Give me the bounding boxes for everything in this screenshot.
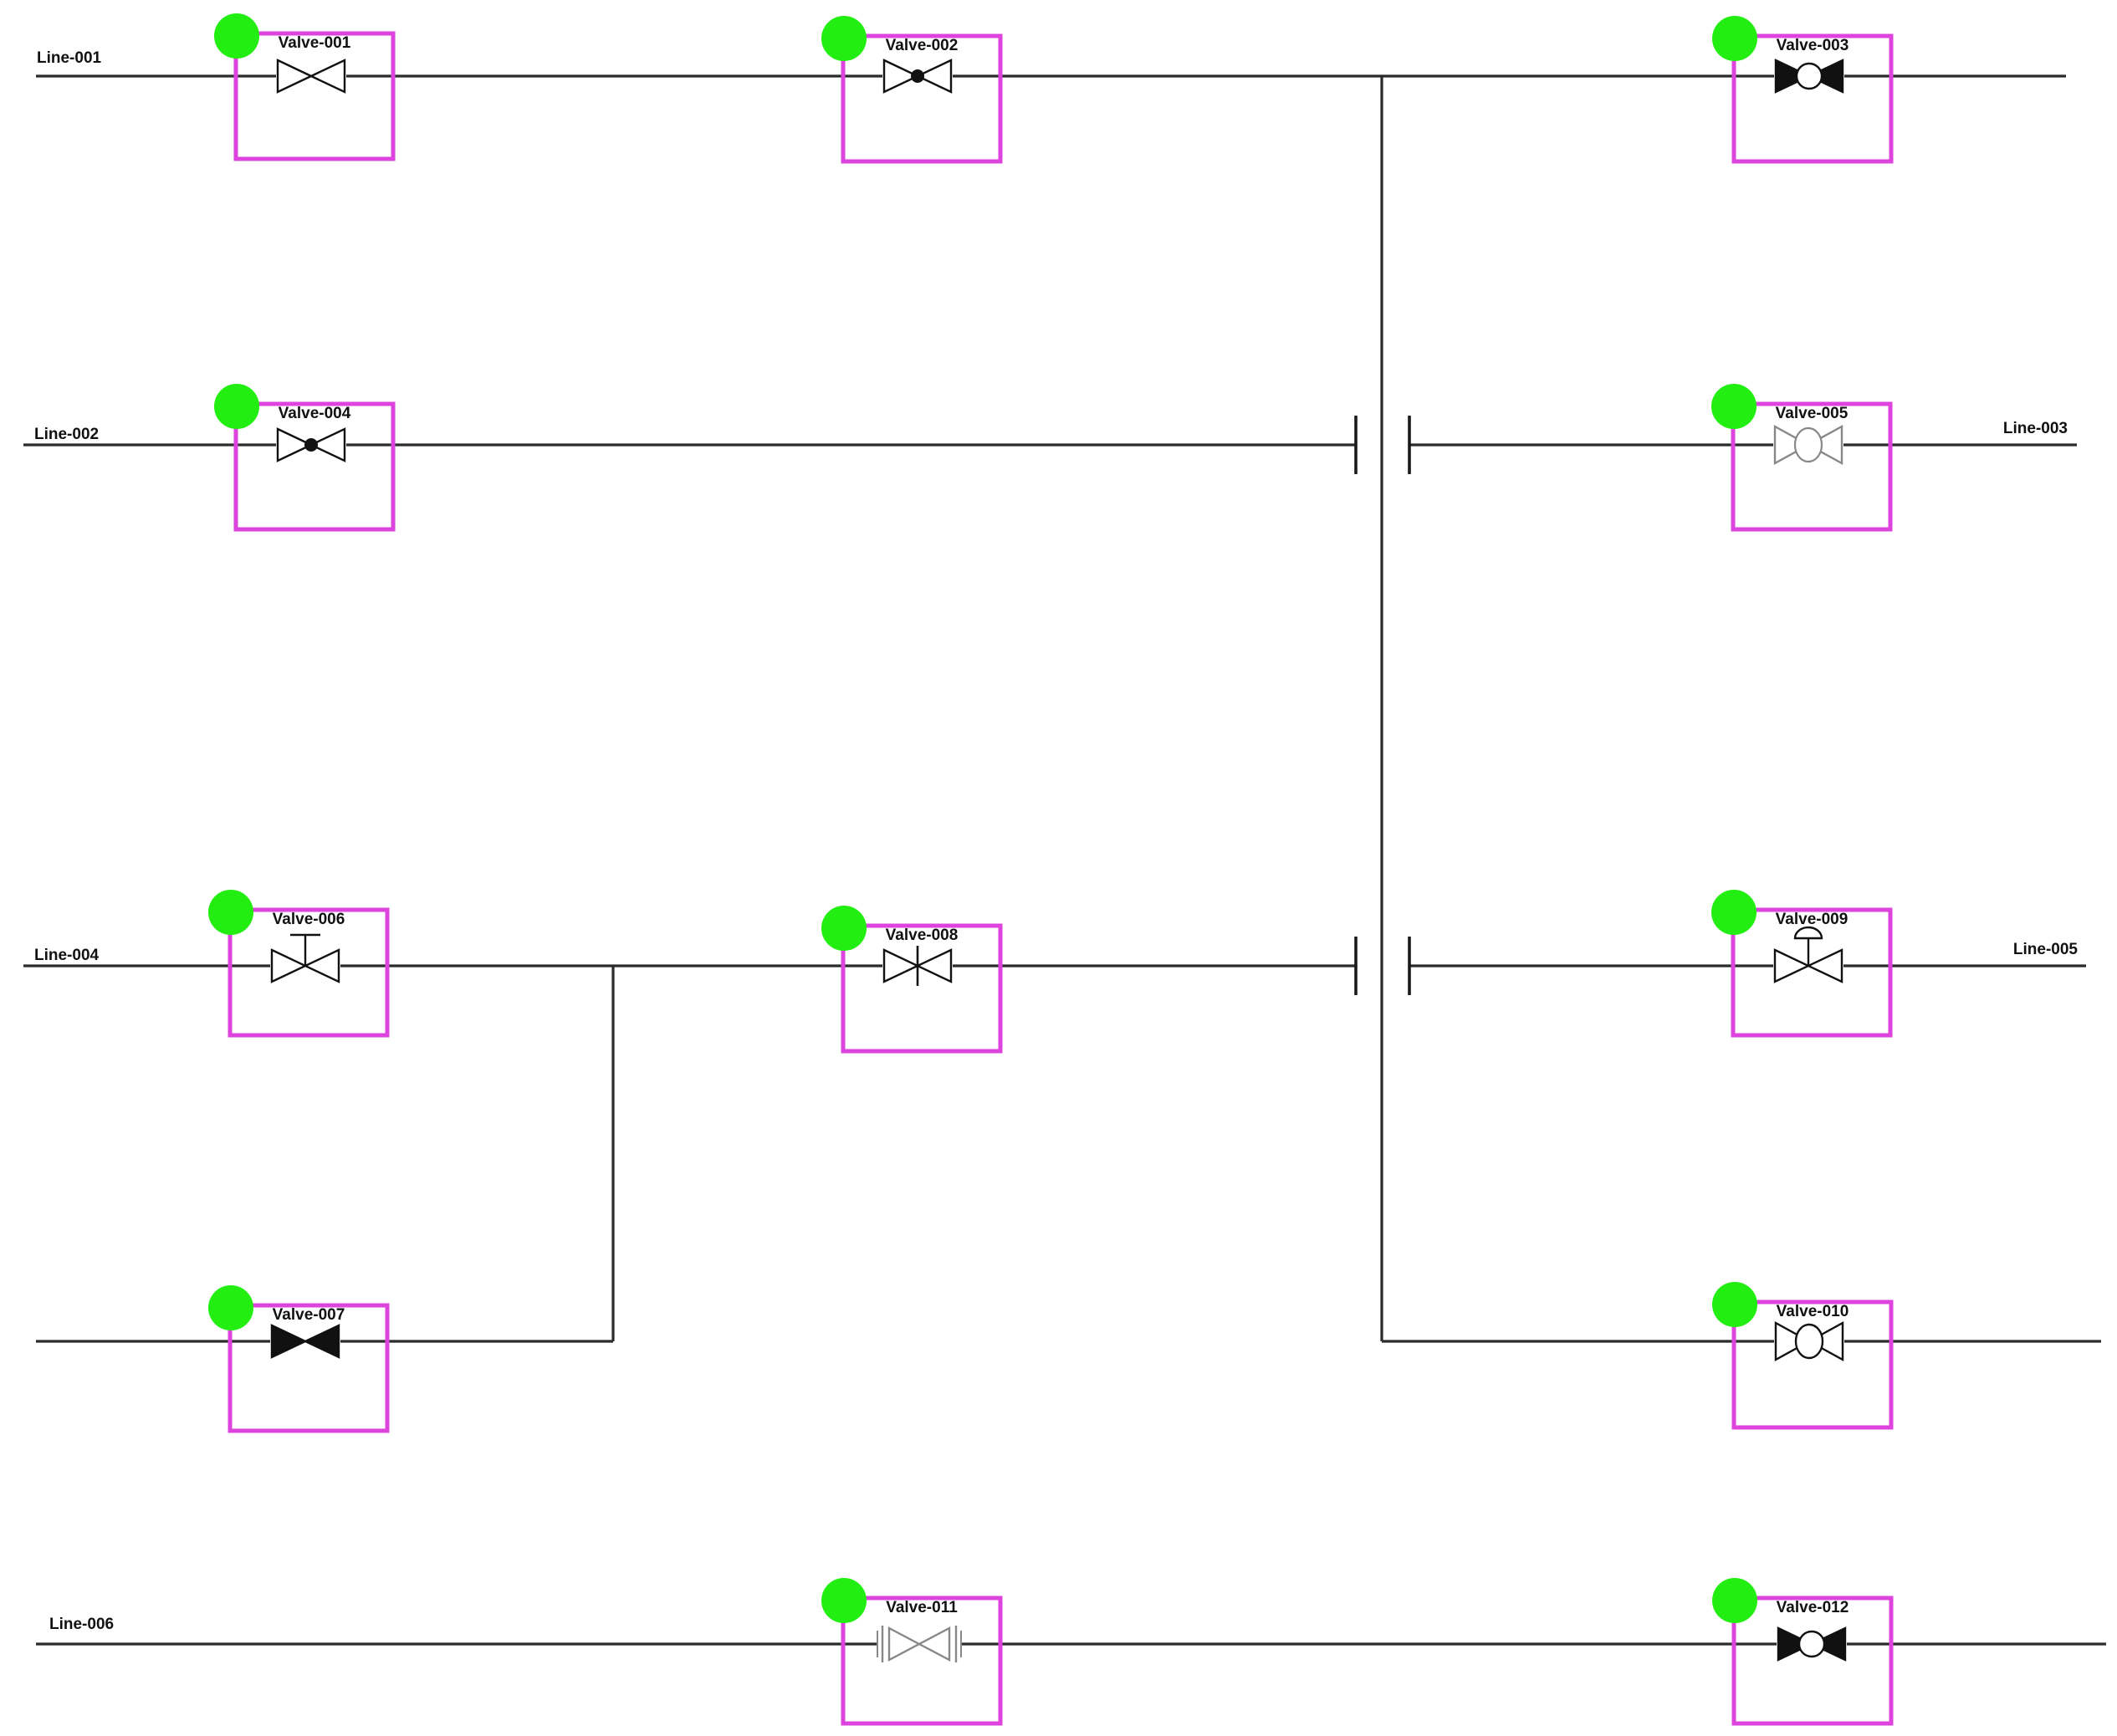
selection-handle[interactable]: [821, 1578, 867, 1623]
valve-label: Valve-005: [1776, 405, 1849, 422]
selection-box[interactable]: [228, 907, 390, 1038]
selection-box[interactable]: [1731, 1596, 1894, 1726]
flange-connections: [1354, 416, 1411, 995]
globe-dot: [304, 438, 318, 452]
valve-002[interactable]: Valve-002: [821, 16, 1003, 164]
valve-label: Valve-011: [886, 1599, 958, 1616]
valve-label: Valve-006: [273, 911, 345, 928]
selection-handle[interactable]: [208, 1285, 253, 1330]
selection-handle[interactable]: [1712, 1578, 1757, 1623]
valve-body: [887, 1626, 951, 1662]
selection-box[interactable]: [228, 1303, 390, 1433]
selection-handle[interactable]: [821, 16, 867, 61]
globe-dot: [911, 69, 924, 83]
selection-box[interactable]: [233, 401, 396, 532]
valve-label: Valve-004: [279, 405, 351, 422]
valve-body: [276, 59, 346, 94]
ball-circle: [1797, 1630, 1826, 1658]
valve-label: Valve-003: [1777, 37, 1849, 54]
valve-label: Valve-012: [1777, 1599, 1849, 1616]
valve-label: Valve-009: [1776, 911, 1849, 928]
line-label: Line-003: [2003, 420, 2068, 437]
selection-handle[interactable]: [214, 384, 259, 429]
selection-box[interactable]: [1731, 33, 1894, 164]
selection-handle[interactable]: [208, 890, 253, 935]
selection-handle[interactable]: [214, 13, 259, 59]
valve-005[interactable]: Valve-005: [1711, 384, 1893, 532]
valve-body: [270, 1324, 340, 1359]
valve-001[interactable]: Valve-001: [214, 13, 396, 161]
line-label: Line-006: [49, 1616, 114, 1633]
selection-box[interactable]: [841, 1596, 1003, 1726]
selection-box[interactable]: [841, 33, 1003, 164]
line-label: Line-005: [2013, 941, 2079, 958]
valve-004[interactable]: Valve-004: [214, 384, 396, 532]
selection-box[interactable]: [1731, 401, 1893, 532]
valve-009[interactable]: Valve-009: [1711, 890, 1893, 1038]
ball-circle: [1793, 426, 1823, 463]
selection-box[interactable]: [841, 923, 1003, 1054]
selection-box[interactable]: [1731, 1299, 1894, 1430]
line-label: Line-002: [34, 426, 99, 443]
valve-label: Valve-010: [1777, 1303, 1849, 1320]
pipe-network: [23, 74, 2106, 1646]
valve-007[interactable]: Valve-007: [208, 1285, 390, 1433]
valve-003[interactable]: Valve-003: [1712, 16, 1894, 164]
ball-circle: [1794, 1323, 1824, 1360]
valve-006[interactable]: Valve-006: [208, 890, 390, 1038]
valve-label: Valve-001: [279, 34, 351, 52]
valve-label: Valve-008: [886, 927, 959, 944]
valve-012[interactable]: Valve-012: [1712, 1578, 1894, 1726]
valve-011[interactable]: Valve-011: [821, 1578, 1003, 1726]
selection-handle[interactable]: [1711, 890, 1756, 935]
selection-handle[interactable]: [1711, 384, 1756, 429]
selection-box[interactable]: [233, 31, 396, 161]
line-labels: Line-001 Line-002 Line-003 Line-004 Line…: [34, 49, 2078, 1633]
diaphragm-actuator: [1793, 926, 1823, 940]
selection-handle[interactable]: [1712, 16, 1757, 61]
line-label: Line-001: [37, 49, 102, 67]
ball-circle: [1795, 62, 1823, 90]
valve-010[interactable]: Valve-010: [1712, 1282, 1894, 1430]
valve-label: Valve-002: [886, 37, 959, 54]
valve-label: Valve-007: [273, 1306, 345, 1324]
selection-box[interactable]: [1731, 907, 1893, 1038]
valve-008[interactable]: Valve-008: [821, 906, 1003, 1054]
selection-handle[interactable]: [821, 906, 867, 951]
selection-handle[interactable]: [1712, 1282, 1757, 1327]
line-label: Line-004: [34, 947, 100, 964]
